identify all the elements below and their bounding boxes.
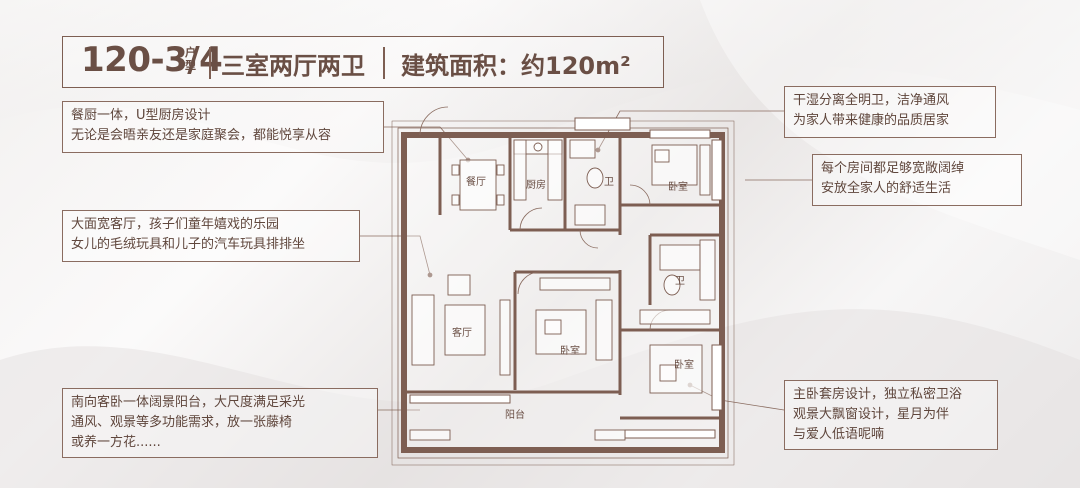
callout-text: 观景大飘窗设计，星月为伴	[793, 407, 950, 422]
room-label-kitchen: 厨房	[526, 178, 546, 191]
coffee-table	[444, 304, 486, 356]
room-label-bedroom-top: 卧室	[668, 180, 688, 193]
callout-living-room: 大面宽客厅，孩子们童年嬉戏的乐园 女儿的毛绒玩具和儿子的汽车玩具排排坐	[62, 210, 360, 262]
unit-layout: 三室两厅两卫	[221, 52, 365, 80]
armchair	[447, 274, 471, 296]
dining-chair	[496, 164, 505, 176]
pillow	[544, 319, 562, 335]
pillow	[659, 364, 677, 382]
callout-text: 安放全家人的舒适生活	[821, 181, 952, 196]
dimension-frame	[397, 127, 729, 459]
toilet	[663, 274, 681, 296]
leader-dot	[595, 147, 601, 153]
callout-text: 通风、观景等多功能需求，放一张藤椅	[71, 415, 293, 430]
room-labels: 餐厅 厨房 卫 卧室 卫 客厅 卧室 卧室 阳台	[452, 175, 694, 421]
unit-area: 建筑面积：约120m²	[401, 52, 631, 80]
door-arc	[579, 229, 599, 249]
callout-master-suite: 主卧套房设计，独立私密卫浴 观景大飘窗设计，星月为伴 与爱人低语呢喃	[784, 380, 998, 450]
callout-kitchen-dining: 餐厨一体，U型厨房设计 无论是会晤亲友还是家庭聚会，都能悦享从容	[62, 101, 384, 153]
stove-burner	[533, 142, 543, 152]
callout-balcony: 南向客卧一体阔景阳台，大尺度满足采光 通风、观景等多功能需求，放一张藤椅 或养一…	[62, 388, 378, 458]
callout-text: 每个房间都足够宽敞阔绰	[821, 161, 965, 176]
dimension-frame	[391, 120, 735, 466]
window	[624, 429, 716, 439]
window	[574, 117, 631, 131]
bath-sink	[569, 139, 596, 159]
callout-text: 餐厨一体，U型厨房设计	[71, 108, 211, 123]
dining-chair	[496, 194, 505, 206]
callout-text: 与爱人低语呢喃	[793, 427, 885, 442]
unit-number: 120-3/4	[81, 40, 223, 80]
kitchen-counter	[513, 139, 527, 201]
unit-header: 120-3/4 户型 三室两厅两卫 建筑面积：约120m²	[62, 36, 664, 88]
door-arc	[419, 106, 449, 136]
door-arc	[517, 271, 541, 295]
shower	[699, 239, 716, 301]
wardrobe	[639, 309, 711, 325]
dining-chair	[451, 194, 460, 206]
header-divider	[209, 47, 211, 79]
dining-chair	[451, 164, 460, 176]
door-arc	[629, 184, 651, 206]
door-arc	[519, 207, 543, 231]
callout-text: 大面宽客厅，孩子们童年嬉戏的乐园	[71, 217, 280, 232]
callout-text: 或养一方花......	[71, 435, 161, 450]
bath-vanity	[659, 244, 701, 271]
leader-line	[384, 126, 469, 161]
wardrobe	[539, 277, 611, 291]
leader-dot	[427, 272, 433, 278]
pillow	[654, 149, 670, 163]
callout-text: 干湿分离全明卫，洁净通风	[793, 93, 950, 108]
shower	[574, 204, 606, 226]
sofa	[411, 294, 435, 366]
callout-text: 无论是会晤亲友还是家庭聚会，都能悦享从容	[71, 128, 332, 143]
callout-text: 南向客卧一体阔景阳台，大尺度满足采光	[71, 395, 306, 410]
room-label-bedroom-master: 卧室	[674, 358, 694, 371]
header-divider	[383, 47, 385, 79]
window	[649, 129, 711, 139]
wardrobe	[595, 299, 613, 361]
unit-suffix: 户型	[185, 46, 196, 72]
wardrobe	[699, 144, 711, 196]
callout-bedrooms: 每个房间都足够宽敞阔绰 安放全家人的舒适生活	[812, 154, 1022, 206]
kitchen-counter	[547, 139, 563, 201]
room-label-bedroom-mid: 卧室	[560, 344, 580, 357]
leader-line	[360, 235, 431, 276]
toilet	[586, 167, 604, 189]
balcony-planter	[409, 429, 451, 441]
callout-bathroom: 干湿分离全明卫，洁净通风 为家人带来健康的品质居家	[784, 86, 996, 138]
window	[409, 394, 511, 404]
window	[711, 344, 723, 411]
room-label-living: 客厅	[452, 326, 472, 339]
tv-cabinet	[499, 299, 511, 376]
interior-walls	[404, 135, 722, 420]
room-label-balcony: 阳台	[505, 408, 525, 421]
balcony-planter	[594, 429, 626, 441]
callout-text: 为家人带来健康的品质居家	[793, 113, 950, 128]
window	[711, 139, 723, 201]
callout-text: 女儿的毛绒玩具和儿子的汽车玩具排排坐	[71, 237, 306, 252]
room-label-bathroom-top: 卫	[604, 177, 614, 188]
room-label-bathroom-mid: 卫	[675, 276, 685, 287]
callout-text: 主卧套房设计，独立私密卫浴	[793, 387, 963, 402]
dining-table	[459, 159, 497, 211]
room-label-dining: 餐厅	[466, 175, 486, 188]
furniture	[409, 139, 716, 441]
windows	[409, 117, 723, 439]
